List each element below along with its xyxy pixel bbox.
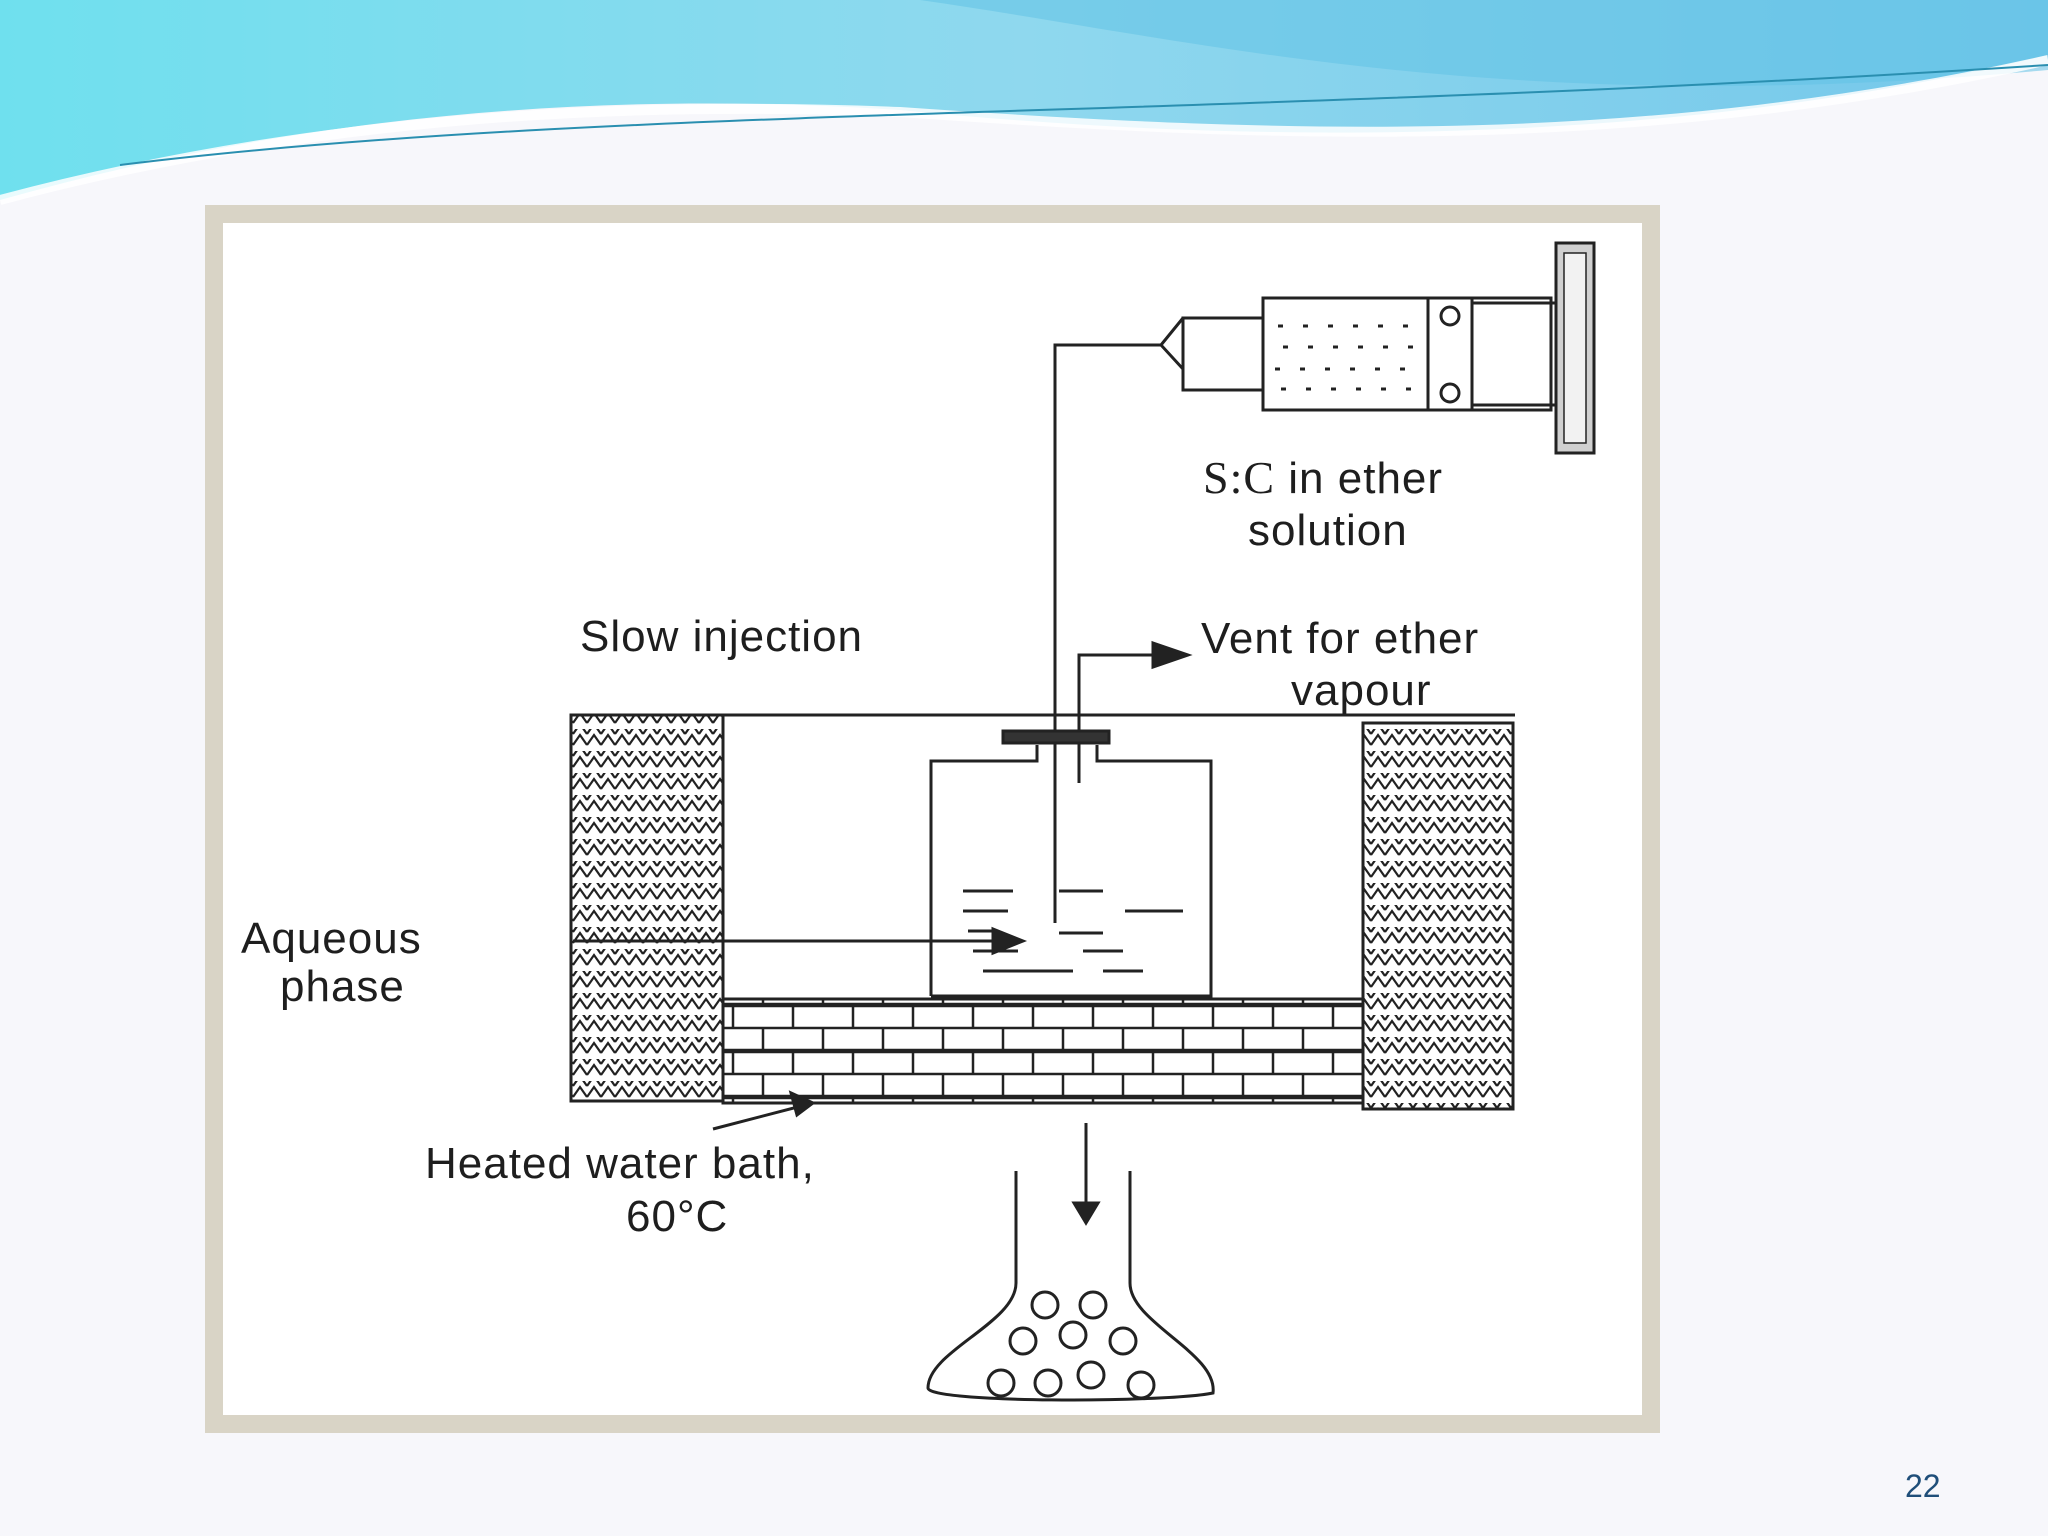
vesicle-icon — [986, 1290, 1156, 1400]
injection-tube — [1053, 343, 1161, 923]
vent-label: Vent for ether — [1201, 614, 1479, 663]
figure-panel: S:C in ether solution Slow injection Ven… — [223, 223, 1642, 1415]
beaker-icon — [573, 729, 1213, 998]
aqueous-phase-label: Aqueous — [241, 914, 422, 963]
syringe-label-line2: solution — [1248, 506, 1408, 555]
slide-header-wave — [0, 0, 2048, 205]
ether-injection-diagram: S:C in ether solution Slow injection Ven… — [241, 241, 1596, 1402]
heated-base — [721, 997, 1365, 1105]
syringe-label: S:C in ether — [1203, 452, 1443, 503]
water-bath-label-line2: 60°C — [626, 1192, 728, 1241]
slow-injection-label: Slow injection — [580, 612, 863, 661]
figure-frame: S:C in ether solution Slow injection Ven… — [205, 205, 1660, 1433]
water-bath-label: Heated water bath, — [425, 1139, 815, 1188]
insulation-right — [1361, 721, 1515, 1111]
arrow-icon — [712, 1090, 816, 1131]
slide-number: 22 — [1905, 1468, 1941, 1504]
syringe-icon — [1159, 241, 1596, 455]
water-bath-icon — [569, 713, 1515, 1111]
collection-flask-icon — [926, 1123, 1215, 1402]
vent-label-line2: vapour — [1291, 666, 1432, 715]
aqueous-phase-label-line2: phase — [280, 962, 405, 1011]
insulation-left — [569, 713, 725, 1103]
